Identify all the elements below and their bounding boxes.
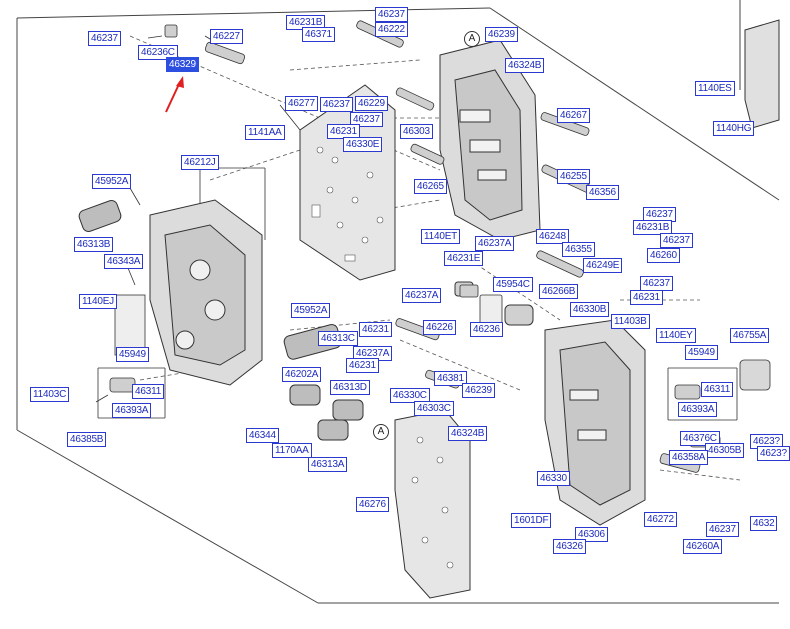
part-label[interactable]: 46229 (355, 96, 388, 111)
part-label[interactable]: 46313D (330, 380, 370, 395)
part-label[interactable]: 46260A (683, 539, 723, 554)
part-label[interactable]: 46311 (701, 382, 734, 397)
part-label[interactable]: 1140EJ (79, 294, 117, 309)
part-label-selected[interactable]: 46329 (166, 57, 199, 72)
part-label[interactable]: 46305B (705, 443, 745, 458)
part-label[interactable]: 46248 (536, 229, 569, 244)
part-label[interactable]: 46313A (308, 457, 348, 472)
valve-body-lower (544, 319, 646, 526)
part-label[interactable]: 46239 (485, 27, 518, 42)
part-label[interactable]: 1140ET (421, 229, 461, 244)
part-label[interactable]: 46277 (285, 96, 318, 111)
part-label[interactable]: 46393A (112, 403, 152, 418)
separator-plate-upper (299, 84, 396, 281)
part-label[interactable]: 46311 (132, 384, 165, 399)
part-label[interactable]: 46393A (678, 402, 718, 417)
part-label[interactable]: 46266B (539, 284, 579, 299)
part-label[interactable]: 46303C (414, 401, 454, 416)
valve-body-upper (439, 39, 541, 241)
part-label[interactable]: 46371 (302, 27, 335, 42)
part-label[interactable]: 11403C (30, 387, 70, 402)
part-label[interactable]: 46265 (414, 179, 447, 194)
part-label[interactable]: 46355 (562, 242, 595, 257)
part-label[interactable]: 46222 (375, 22, 408, 37)
part-label[interactable]: 1141AA (245, 125, 285, 140)
part-label[interactable]: 46231E (444, 251, 484, 266)
part-label[interactable]: 45949 (116, 347, 149, 362)
part-label[interactable]: 46330C (390, 388, 430, 403)
part-label[interactable]: 46237 (640, 276, 673, 291)
part-label[interactable]: 46358A (669, 450, 709, 465)
part-label[interactable]: 46237A (475, 236, 515, 251)
part-label[interactable]: 46343A (104, 254, 144, 269)
part-label[interactable]: 45949 (685, 345, 718, 360)
part-label[interactable]: 45954C (493, 277, 533, 292)
part-label[interactable]: 46237 (88, 31, 121, 46)
part-label[interactable]: 46330E (343, 137, 383, 152)
part-label[interactable]: 46313C (318, 331, 358, 346)
part-label[interactable]: 46212J (181, 155, 219, 170)
part-label[interactable]: 1601DF (511, 513, 552, 528)
part-label[interactable]: 46231B (633, 220, 673, 235)
part-label[interactable]: 46237 (375, 7, 408, 22)
part-label[interactable]: 46755A (730, 328, 770, 343)
spools-and-springs (109, 20, 771, 473)
part-label[interactable]: 46237 (706, 522, 739, 537)
part-label[interactable]: 46237 (350, 112, 383, 127)
part-label[interactable]: 46227 (210, 29, 243, 44)
part-label[interactable]: 1140HG (713, 121, 755, 136)
part-label[interactable]: 46231 (346, 358, 379, 373)
part-label[interactable]: 46313B (74, 237, 114, 252)
part-label[interactable]: 46249E (583, 258, 623, 273)
part-label[interactable]: 1170AA (272, 443, 312, 458)
part-label[interactable]: 1140ES (695, 81, 735, 96)
part-label[interactable]: 46324B (505, 58, 545, 73)
part-label[interactable]: 46255 (557, 169, 590, 184)
pointer-arrow (165, 76, 184, 113)
solenoids (78, 200, 534, 441)
part-label[interactable]: 46306 (575, 527, 608, 542)
part-label[interactable]: 46236 (470, 322, 503, 337)
part-label[interactable]: 46272 (644, 512, 677, 527)
marker-a-lower: A (373, 424, 389, 440)
part-label[interactable]: 45952A (92, 174, 132, 189)
part-label[interactable]: 1140EY (656, 328, 696, 343)
part-label[interactable]: 4623? (757, 446, 790, 461)
part-label[interactable]: 46326 (553, 539, 586, 554)
part-label[interactable]: 46237 (660, 233, 693, 248)
part-label[interactable]: 46267 (557, 108, 590, 123)
part-label[interactable]: 46231 (630, 290, 663, 305)
part-label[interactable]: 11403B (611, 314, 650, 329)
part-label[interactable]: 46276 (356, 497, 389, 512)
valve-body-left (149, 199, 263, 386)
part-label[interactable]: 46330 (537, 471, 570, 486)
part-label[interactable]: 46344 (246, 428, 279, 443)
part-label[interactable]: 46381 (434, 371, 467, 386)
valve-body-fragment-right (744, 19, 780, 129)
part-label[interactable]: 46376C (680, 431, 720, 446)
part-label[interactable]: 46385B (67, 432, 107, 447)
part-label[interactable]: 46356 (586, 185, 619, 200)
part-label[interactable]: 4632 (750, 516, 778, 531)
part-label[interactable]: 46260 (647, 248, 680, 263)
part-label[interactable]: 46237A (402, 288, 442, 303)
part-label[interactable]: 46237 (320, 97, 353, 112)
part-label[interactable]: 46236C (138, 45, 178, 60)
part-label[interactable]: 46226 (423, 320, 456, 335)
part-label[interactable]: 46231 (359, 322, 392, 337)
frame-lines (16, 0, 780, 604)
part-label[interactable]: 46202A (282, 367, 322, 382)
part-label[interactable]: 46239 (462, 383, 495, 398)
part-label[interactable]: 45952A (291, 303, 331, 318)
part-label[interactable]: 46330B (570, 302, 610, 317)
marker-a-upper: A (464, 31, 480, 47)
part-label[interactable]: 46324B (448, 426, 488, 441)
part-label[interactable]: 46303 (400, 124, 433, 139)
